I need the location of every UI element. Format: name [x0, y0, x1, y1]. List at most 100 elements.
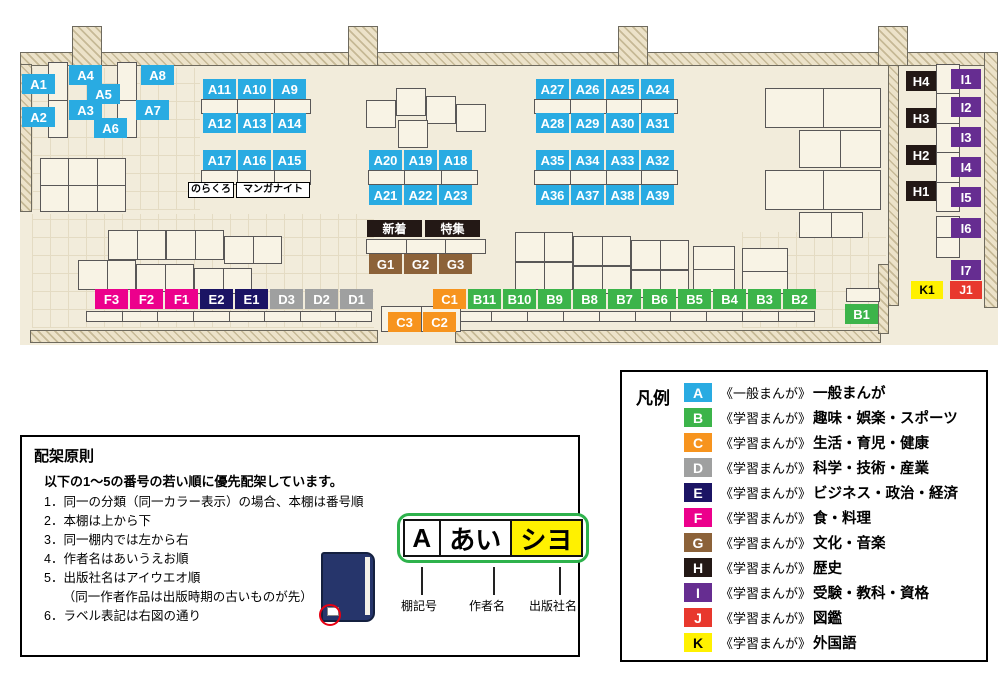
legend-type-label: 《学習まんが》 [720, 536, 812, 551]
legend-type-label: 《学習まんが》 [720, 486, 812, 501]
shelf [224, 236, 282, 264]
shelf [201, 170, 311, 185]
shelf [515, 232, 573, 262]
shelf-cell [122, 312, 158, 321]
shelf-label-B10: B10 [503, 289, 536, 309]
shelf-label-A20: A20 [369, 150, 402, 170]
shelf-label-A24: A24 [641, 79, 674, 99]
shelf [742, 248, 788, 294]
shelf-cell [238, 100, 274, 113]
shelf-cell [97, 185, 125, 211]
legend-chip-B: B [684, 408, 712, 427]
legend-row-K: K《学習まんが》外国語 [684, 630, 958, 655]
shelf-label-A38: A38 [606, 185, 639, 205]
shelf-cell [606, 100, 642, 113]
principles-item: 3．同一棚内では左から右 [44, 533, 189, 547]
shelf-cell [635, 312, 671, 321]
shelf-cell [118, 63, 136, 100]
shelf-cell [69, 159, 97, 185]
shelf-label-D1: D1 [340, 289, 373, 309]
shelf-label-B1: B1 [845, 304, 878, 324]
shelf-cell [535, 171, 570, 184]
shelf [765, 170, 881, 210]
shelf-label-A13: A13 [238, 113, 271, 133]
shelf-cell [79, 261, 107, 289]
shelf-cell [274, 100, 310, 113]
shelf [396, 88, 426, 116]
legend-category: 趣味・娯楽・スポーツ [813, 411, 958, 427]
shelf-label-A33: A33 [606, 150, 639, 170]
shelf-cell [671, 312, 707, 321]
shelf-label-A9: A9 [273, 79, 306, 99]
shelf-label-A6: A6 [94, 118, 127, 138]
shelf-cell [574, 237, 602, 265]
legend-row-B: B 《学習まんが》趣味・娯楽・スポーツ [684, 405, 958, 430]
shelf-cell [369, 171, 405, 184]
shelf-label-A22: A22 [404, 185, 437, 205]
shelf-cell [446, 240, 485, 253]
legend-category: 生活・育児・健康 [813, 436, 930, 452]
shelf-label-I5: I5 [951, 187, 981, 207]
shelf-cell [602, 237, 630, 265]
legend-type-label: 《学習まんが》 [720, 411, 812, 426]
shelf-label-H2: H2 [906, 145, 936, 165]
annotation-line [559, 567, 561, 595]
shelf [108, 230, 166, 260]
shelf-label-C3: C3 [388, 312, 421, 332]
shelf-label-H3: H3 [906, 108, 936, 128]
shelf-cell [491, 312, 527, 321]
shelf-cell [265, 312, 300, 321]
shelf-label-G3: G3 [439, 254, 472, 274]
principles-title: 配架原則 [34, 448, 95, 465]
annotation-line [493, 567, 495, 595]
legend-category: 科学・技術・産業 [813, 461, 930, 477]
shelf-cell [694, 247, 734, 269]
shelf-cell [632, 241, 660, 269]
shelf-label-A23: A23 [439, 185, 472, 205]
shelf [368, 170, 478, 185]
label-annotations: 棚記号 作者名 出版社名 [397, 565, 589, 615]
legend-category: 外国語 [813, 636, 857, 652]
shelf [534, 170, 678, 185]
shelf [86, 311, 372, 322]
shelf-label-A15: A15 [273, 150, 306, 170]
shelf-cell [405, 171, 441, 184]
legend-category: 一般まんが [813, 386, 886, 402]
shelf-cell [202, 100, 238, 113]
book-page-edge [365, 557, 370, 615]
shelf-label-A19: A19 [404, 150, 437, 170]
shelf-cell [642, 100, 677, 113]
shelf-label-A4: A4 [69, 65, 102, 85]
legend-category: 文化・音楽 [813, 536, 886, 552]
new-arrivals-label: 新着 [367, 220, 422, 237]
shelf-cell [457, 105, 485, 131]
shelf-cell [766, 89, 823, 127]
shelf-label-A12: A12 [203, 113, 236, 133]
label-example-cell: シヨ [509, 519, 584, 557]
shelf-cell [336, 312, 371, 321]
shelf-label-A17: A17 [203, 150, 236, 170]
pillar [348, 26, 378, 66]
legend-type-label: 《一般まんが》 [720, 386, 812, 401]
shelf-cell [158, 312, 193, 321]
shelf-cell [406, 240, 446, 253]
annotation-publisher-name: 出版社名 [529, 599, 578, 613]
shelf-label-C1: C1 [433, 289, 466, 309]
annotation-line [421, 567, 423, 595]
shelf-label-D2: D2 [305, 289, 338, 309]
special-feature-label: 特集 [425, 220, 480, 237]
shelf-cell [109, 231, 137, 259]
shelf [799, 212, 863, 238]
shelf-label-A31: A31 [641, 113, 674, 133]
shelf [573, 236, 631, 266]
principles-intro: 以下の1～5の番号の若い順に優先配架しています。 [44, 474, 343, 489]
wall-segment [888, 58, 899, 306]
shelf-label-B11: B11 [468, 289, 501, 309]
shelf-cell [823, 171, 880, 209]
shelf-cell [660, 241, 688, 269]
shelf-label-I4: I4 [951, 157, 981, 177]
shelf-cell [606, 171, 642, 184]
annotation-author-name: 作者名 [469, 599, 506, 613]
shelf-label-G2: G2 [404, 254, 437, 274]
shelf-cell [225, 237, 253, 263]
